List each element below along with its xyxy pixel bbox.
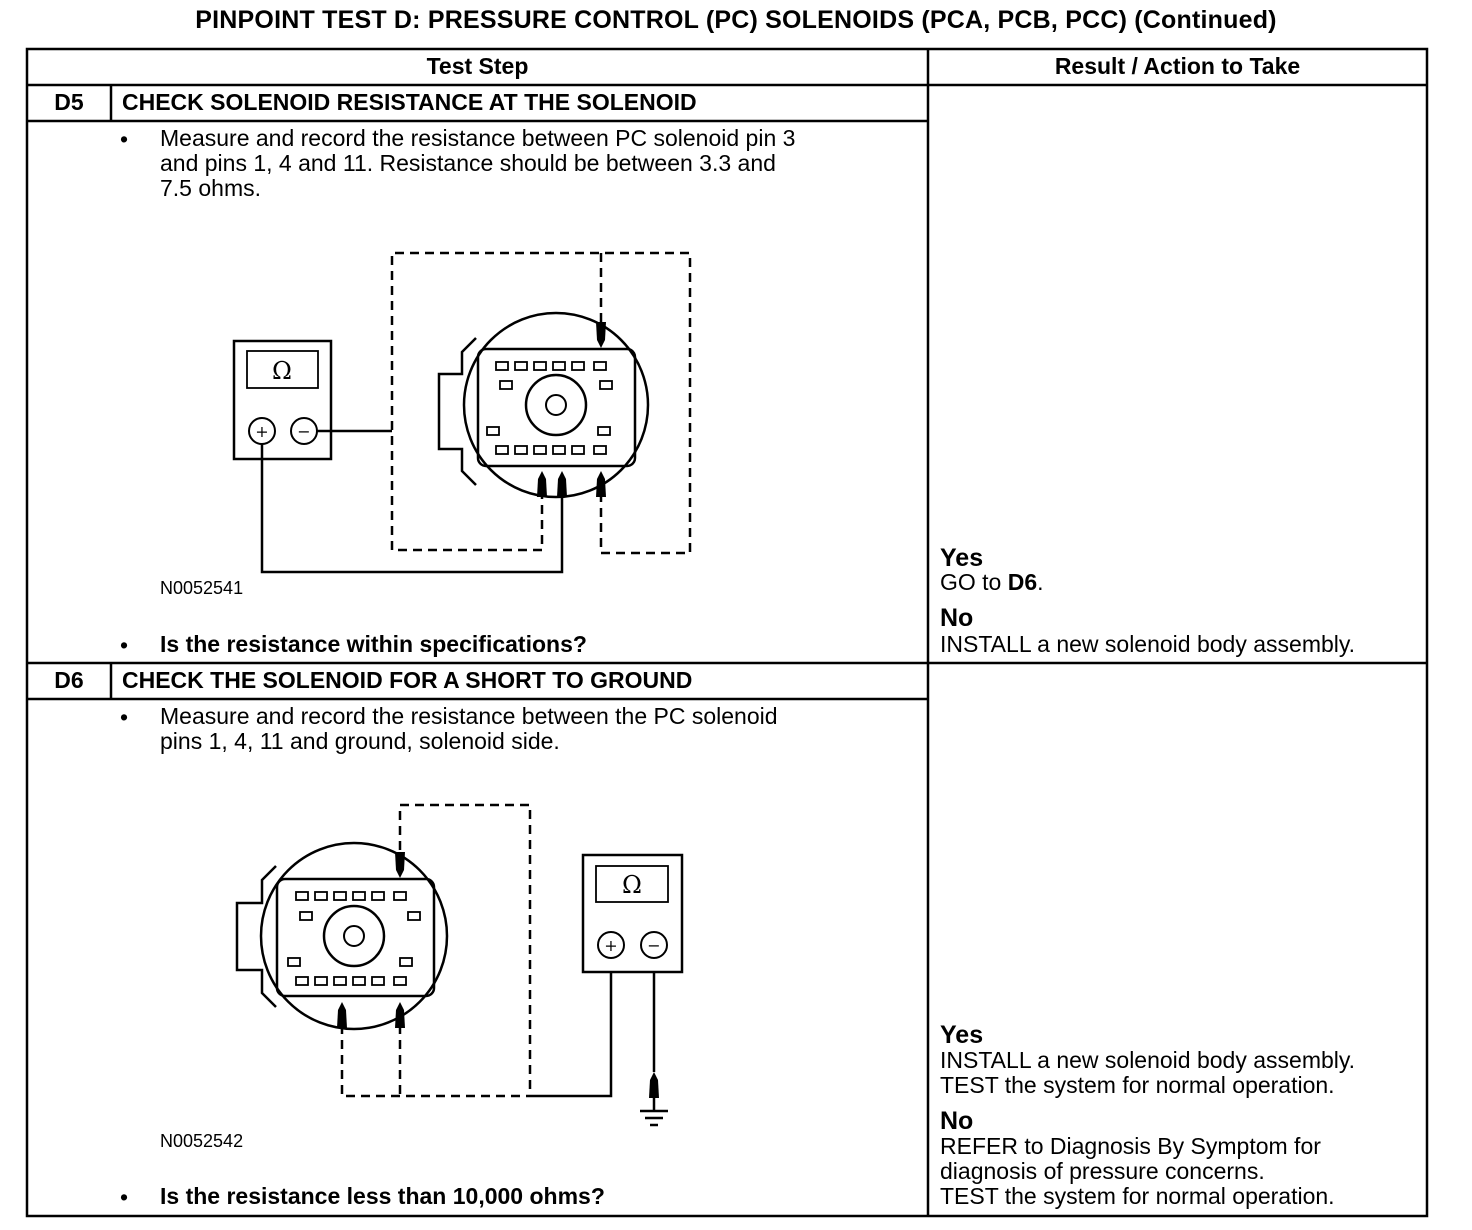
- solenoid-connector: [235, 841, 449, 1031]
- bullet: •: [120, 632, 129, 658]
- d5-wiring-diagram: Ω + −: [232, 251, 692, 574]
- question: Is the resistance within specifications?: [160, 631, 587, 657]
- yes-label: Yes: [940, 1021, 984, 1049]
- plus-terminal: +: [255, 422, 268, 441]
- action-line: TEST the system for normal operation.: [940, 1183, 1335, 1209]
- figure-id: N0052541: [160, 578, 244, 598]
- action-line: REFER to Diagnosis By Symptom for: [940, 1133, 1321, 1159]
- ohm-symbol: Ω: [622, 871, 642, 899]
- figure-id: N0052542: [160, 1131, 244, 1151]
- instruction-line: Measure and record the resistance betwee…: [160, 125, 796, 151]
- header-test-step: Test Step: [426, 53, 529, 79]
- instruction: Measure and record the resistance betwee…: [160, 704, 778, 754]
- step-title: CHECK THE SOLENOID FOR A SHORT TO GROUND: [122, 667, 693, 693]
- yes-action: GO to D6.: [940, 570, 1044, 595]
- step-title: CHECK SOLENOID RESISTANCE AT THE SOLENOI…: [122, 89, 697, 115]
- instruction-line: pins 1, 4, 11 and ground, solenoid side.: [160, 728, 560, 754]
- action-line: TEST the system for normal operation.: [940, 1072, 1335, 1098]
- bullet: •: [120, 1184, 129, 1210]
- header-result-action: Result / Action to Take: [1054, 53, 1301, 79]
- minus-terminal: −: [297, 422, 310, 441]
- page-title: PINPOINT TEST D: PRESSURE CONTROL (PC) S…: [195, 6, 1277, 34]
- step-link[interactable]: D6: [1007, 569, 1038, 595]
- action-line: diagnosis of pressure concerns.: [940, 1158, 1265, 1184]
- plus-terminal: +: [604, 936, 617, 955]
- no-action: INSTALL a new solenoid body assembly.: [940, 631, 1356, 657]
- step-id: D6: [54, 667, 84, 693]
- instruction: Measure and record the resistance betwee…: [160, 126, 795, 201]
- instruction-line: and pins 1, 4 and 11. Resistance should …: [160, 150, 776, 176]
- no-label: No: [940, 604, 974, 632]
- ohm-symbol: Ω: [272, 357, 292, 385]
- ohmmeter: [581, 853, 684, 974]
- yes-label: Yes: [940, 544, 984, 572]
- action-text: GO to: [940, 569, 1008, 595]
- instruction-line: 7.5 ohms.: [160, 175, 261, 201]
- action-text: .: [1037, 569, 1044, 595]
- bullet: •: [120, 126, 129, 152]
- solenoid-connector: [437, 311, 650, 499]
- minus-terminal: −: [647, 936, 660, 955]
- step-id: D5: [54, 89, 84, 115]
- question: Is the resistance less than 10,000 ohms?: [160, 1183, 605, 1209]
- action-line: INSTALL a new solenoid body assembly.: [940, 1047, 1356, 1073]
- bullet: •: [120, 704, 129, 730]
- d6-wiring-diagram: Ω + −: [235, 803, 684, 1127]
- no-action: REFER to Diagnosis By Symptom for diagno…: [940, 1134, 1335, 1209]
- yes-action: INSTALL a new solenoid body assembly. TE…: [940, 1048, 1355, 1098]
- no-label: No: [940, 1107, 974, 1135]
- instruction-line: Measure and record the resistance betwee…: [160, 703, 778, 729]
